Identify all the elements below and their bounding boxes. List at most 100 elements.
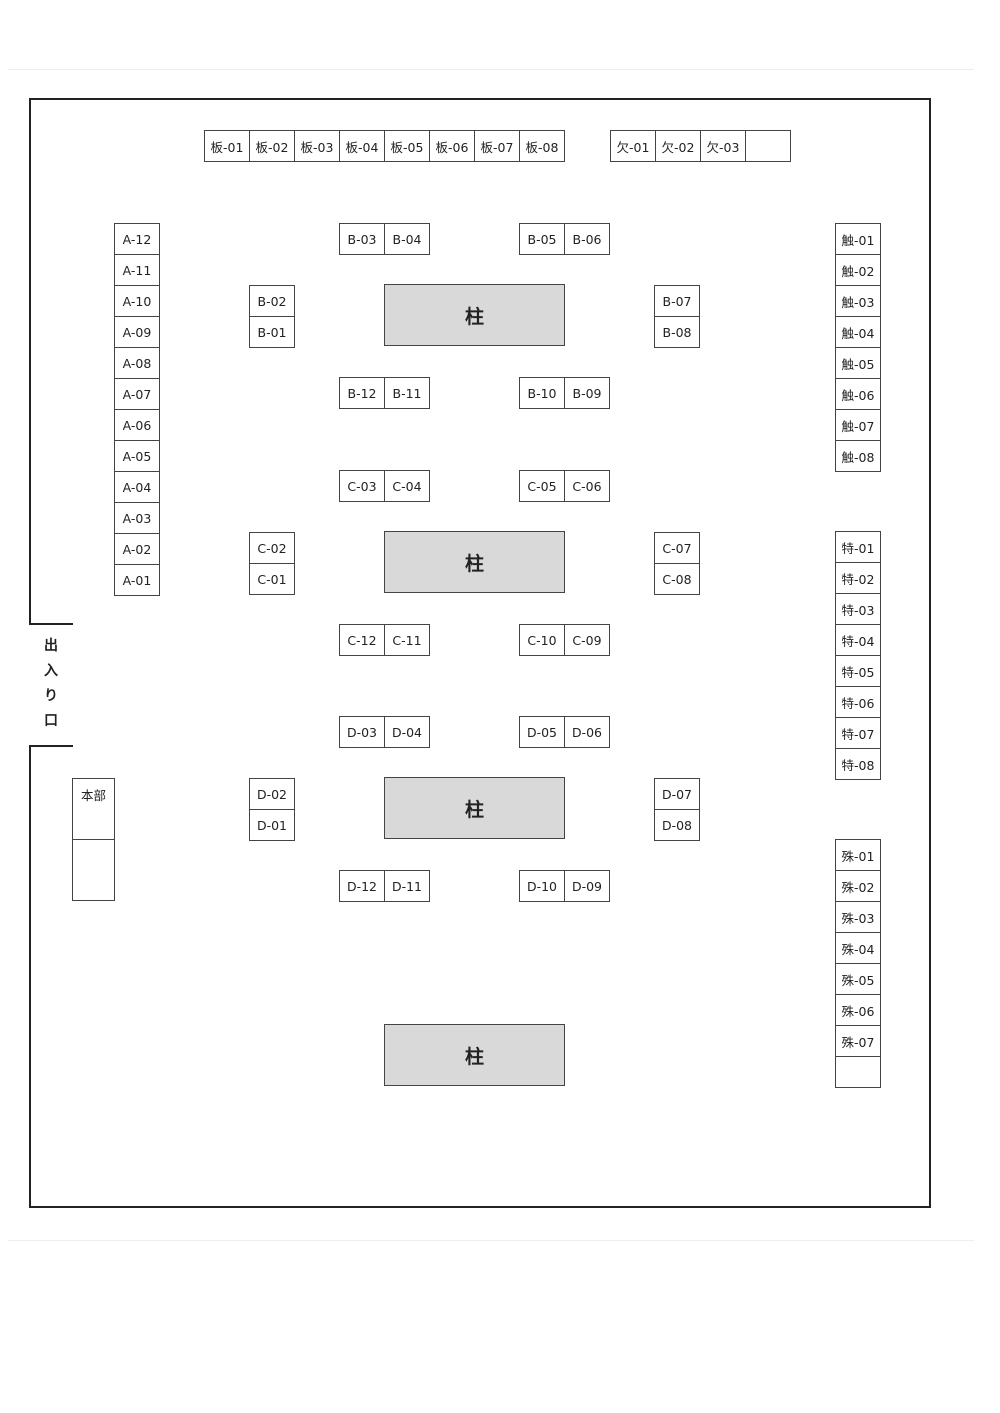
hq-booth[interactable]: 本部 — [72, 778, 115, 840]
booth[interactable]: B-02 — [249, 285, 295, 317]
booth[interactable]: 特-06 — [835, 686, 881, 718]
booth[interactable]: D-09 — [564, 870, 610, 902]
booth[interactable]: B-11 — [384, 377, 430, 409]
booth[interactable]: A-06 — [114, 409, 160, 441]
entrance-opening — [26, 624, 34, 746]
booth[interactable]: A-07 — [114, 378, 160, 410]
booth[interactable]: 板-03 — [294, 130, 340, 162]
booth[interactable]: 触-04 — [835, 316, 881, 348]
booth[interactable]: 特-07 — [835, 717, 881, 749]
booth[interactable]: 特-05 — [835, 655, 881, 687]
booth[interactable]: B-05 — [519, 223, 565, 255]
booth[interactable]: B-01 — [249, 316, 295, 348]
booth[interactable]: A-04 — [114, 471, 160, 503]
booth[interactable]: C-10 — [519, 624, 565, 656]
booth[interactable]: 特-02 — [835, 562, 881, 594]
booth[interactable]: 板-01 — [204, 130, 250, 162]
booth[interactable]: D-06 — [564, 716, 610, 748]
booth[interactable]: D-11 — [384, 870, 430, 902]
booth[interactable]: 殊-02 — [835, 870, 881, 902]
booth[interactable]: C-09 — [564, 624, 610, 656]
booth[interactable] — [745, 130, 791, 162]
booth[interactable]: D-02 — [249, 778, 295, 810]
booth[interactable]: B-06 — [564, 223, 610, 255]
booth[interactable]: A-02 — [114, 533, 160, 565]
booth[interactable]: 欠-02 — [655, 130, 701, 162]
booth[interactable]: B-09 — [564, 377, 610, 409]
booth[interactable]: A-12 — [114, 223, 160, 255]
booth[interactable]: 板-08 — [519, 130, 565, 162]
booth[interactable]: 殊-01 — [835, 839, 881, 871]
booth[interactable]: 欠-03 — [700, 130, 746, 162]
booth[interactable]: A-05 — [114, 440, 160, 472]
booth[interactable]: A-08 — [114, 347, 160, 379]
booth[interactable]: 特-08 — [835, 748, 881, 780]
entrance-label: 出 入 り 口 — [40, 634, 62, 734]
booth[interactable]: 殊-05 — [835, 963, 881, 995]
booth[interactable]: B-12 — [339, 377, 385, 409]
page-top-rule — [8, 69, 974, 70]
booth[interactable]: B-04 — [384, 223, 430, 255]
entrance-char: 入 — [44, 663, 58, 679]
entrance-char: 出 — [44, 638, 58, 654]
booth[interactable]: A-10 — [114, 285, 160, 317]
booth[interactable]: D-08 — [654, 809, 700, 841]
entrance-char: 口 — [44, 713, 58, 729]
booth[interactable]: D-12 — [339, 870, 385, 902]
booth[interactable]: 板-07 — [474, 130, 520, 162]
booth[interactable]: D-01 — [249, 809, 295, 841]
booth[interactable]: C-04 — [384, 470, 430, 502]
booth[interactable]: D-07 — [654, 778, 700, 810]
booth[interactable]: 殊-06 — [835, 994, 881, 1026]
booth[interactable]: 特-04 — [835, 624, 881, 656]
entrance-rule-bottom — [29, 745, 73, 747]
booth[interactable] — [835, 1056, 881, 1088]
booth[interactable]: B-03 — [339, 223, 385, 255]
booth[interactable]: 触-06 — [835, 378, 881, 410]
booth[interactable]: 板-04 — [339, 130, 385, 162]
booth[interactable]: 特-03 — [835, 593, 881, 625]
booth[interactable]: D-10 — [519, 870, 565, 902]
booth[interactable]: D-03 — [339, 716, 385, 748]
booth[interactable]: 殊-04 — [835, 932, 881, 964]
booth[interactable]: B-10 — [519, 377, 565, 409]
booth[interactable]: 触-01 — [835, 223, 881, 255]
booth[interactable]: 殊-07 — [835, 1025, 881, 1057]
booth[interactable]: 板-06 — [429, 130, 475, 162]
booth[interactable]: D-04 — [384, 716, 430, 748]
booth[interactable]: D-05 — [519, 716, 565, 748]
booth[interactable]: C-01 — [249, 563, 295, 595]
booth[interactable]: B-08 — [654, 316, 700, 348]
booth[interactable]: C-12 — [339, 624, 385, 656]
booth[interactable]: C-11 — [384, 624, 430, 656]
hq-booth-extra[interactable] — [72, 839, 115, 901]
booth[interactable]: A-03 — [114, 502, 160, 534]
booth[interactable]: C-05 — [519, 470, 565, 502]
booth[interactable]: 触-03 — [835, 285, 881, 317]
booth[interactable]: C-03 — [339, 470, 385, 502]
booth[interactable]: 特-01 — [835, 531, 881, 563]
booth[interactable]: 触-05 — [835, 347, 881, 379]
booth[interactable]: A-11 — [114, 254, 160, 286]
booth[interactable]: A-09 — [114, 316, 160, 348]
booth[interactable]: 欠-01 — [610, 130, 656, 162]
booth[interactable]: 触-08 — [835, 440, 881, 472]
booth[interactable]: C-06 — [564, 470, 610, 502]
pillar: 柱 — [384, 777, 565, 839]
booth[interactable]: C-02 — [249, 532, 295, 564]
booth[interactable]: C-08 — [654, 563, 700, 595]
pillar: 柱 — [384, 1024, 565, 1086]
booth[interactable]: 殊-03 — [835, 901, 881, 933]
booth[interactable]: C-07 — [654, 532, 700, 564]
pillar: 柱 — [384, 284, 565, 346]
booth[interactable]: 触-02 — [835, 254, 881, 286]
pillar: 柱 — [384, 531, 565, 593]
booth[interactable]: A-01 — [114, 564, 160, 596]
entrance-rule-top — [29, 623, 73, 625]
page-bottom-rule — [8, 1240, 974, 1241]
booth[interactable]: 板-05 — [384, 130, 430, 162]
booth[interactable]: 触-07 — [835, 409, 881, 441]
entrance-char: り — [44, 688, 58, 704]
booth[interactable]: 板-02 — [249, 130, 295, 162]
booth[interactable]: B-07 — [654, 285, 700, 317]
